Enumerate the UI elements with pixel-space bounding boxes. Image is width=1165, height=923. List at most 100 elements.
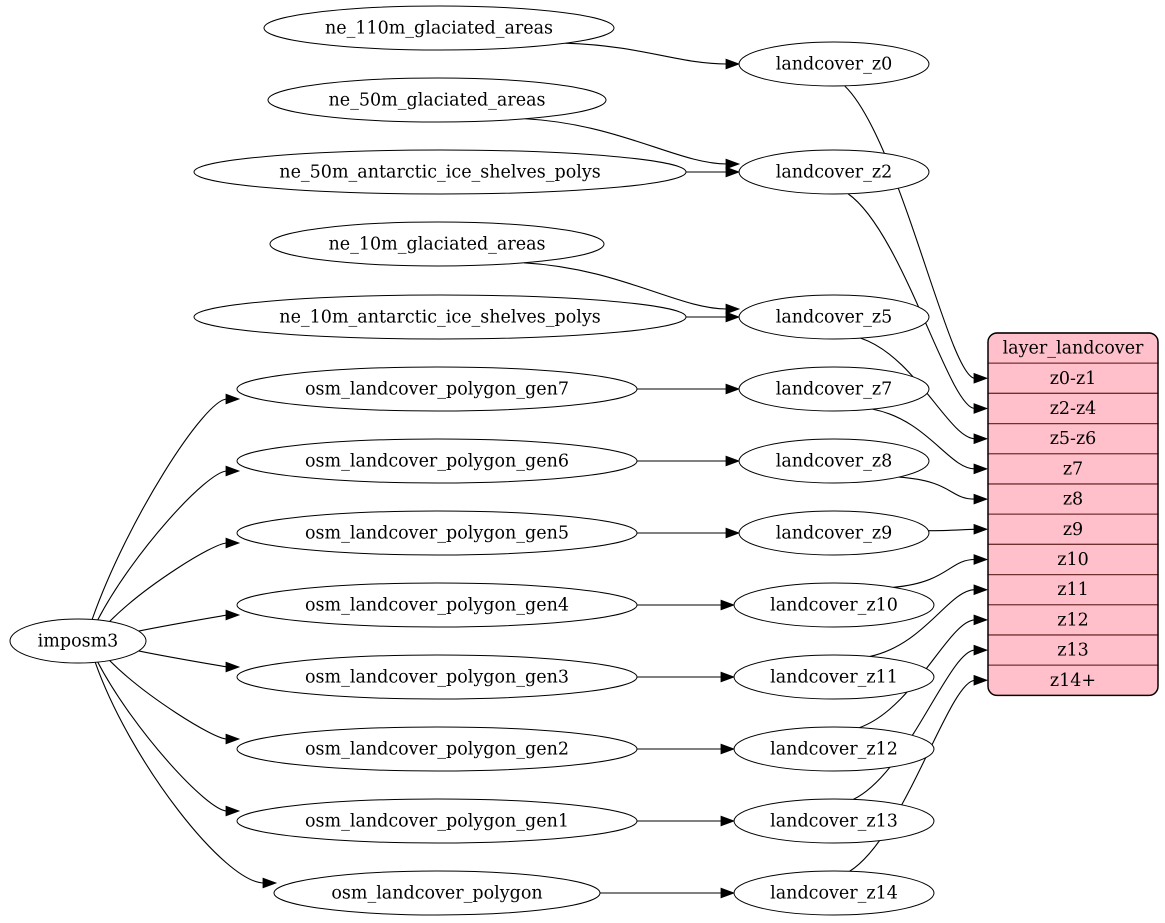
node-osm-landcover-polygon-gen7[interactable]: osm_landcover_polygon_gen7: [236, 366, 638, 412]
node-shape: [738, 438, 930, 484]
arrow-head: [725, 158, 741, 170]
arrow-head: [225, 733, 241, 745]
node-label: landcover_z12: [770, 740, 898, 760]
node-osm-landcover-polygon-gen6[interactable]: osm_landcover_polygon_gen6: [236, 438, 638, 484]
edge-line: [859, 619, 976, 729]
edge-line: [138, 650, 228, 668]
edge-landcover-z5-to-row-z5_z6: [860, 337, 989, 445]
edge-imposm3-to-osm-landcover-polygon-gen3: [138, 650, 241, 673]
node-osm-landcover-polygon-gen3[interactable]: osm_landcover_polygon_gen3: [236, 654, 638, 700]
node-shape: [236, 366, 638, 412]
node-imposm3[interactable]: imposm3: [9, 618, 147, 664]
arrow-head: [225, 805, 241, 817]
table-row-label: z5-z6: [1050, 429, 1097, 449]
edge-osm-landcover-polygon-gen1-to-landcover-z13: [637, 815, 736, 827]
edge-line: [928, 528, 976, 532]
node-osm-landcover-polygon-gen5[interactable]: osm_landcover_polygon_gen5: [236, 510, 638, 556]
arrow-head: [973, 554, 989, 565]
edge-landcover-z0-to-row-z0_z1: [844, 85, 989, 384]
edge-line: [853, 649, 976, 800]
node-landcover-z8[interactable]: landcover_z8: [738, 438, 930, 484]
node-landcover-z0[interactable]: landcover_z0: [738, 41, 930, 87]
node-osm-landcover-polygon-gen2[interactable]: osm_landcover_polygon_gen2: [236, 726, 638, 772]
nodes-layer: ne_110m_glaciated_areas ne_50m_glaciated_…: [9, 5, 935, 916]
node-label: landcover_z13: [770, 812, 898, 832]
arrow-head: [973, 372, 989, 384]
node-landcover-z5[interactable]: landcover_z5: [738, 294, 930, 340]
node-label: osm_landcover_polygon_gen7: [305, 380, 569, 400]
node-label: osm_landcover_polygon_gen3: [305, 668, 569, 688]
node-ne-110m-glaciated-areas[interactable]: ne_110m_glaciated_areas: [263, 5, 615, 51]
node-label: osm_landcover_polygon_gen1: [305, 812, 569, 832]
edge-line: [97, 470, 228, 621]
node-landcover-z12[interactable]: landcover_z12: [733, 726, 935, 772]
edge-imposm3-to-osm-landcover-polygon-gen7: [91, 393, 241, 620]
edge-ne-50m-glaciated-areas-to-landcover-z2: [525, 118, 741, 170]
node-osm-landcover-polygon-gen4[interactable]: osm_landcover_polygon_gen4: [236, 582, 638, 628]
edge-landcover-z9-to-row-z9: [928, 523, 989, 535]
node-shape: [738, 41, 930, 87]
edge-landcover-z13-to-row-z13: [853, 644, 989, 800]
arrow-head: [225, 465, 241, 477]
edge-imposm3-to-osm-landcover-polygon-gen4: [138, 609, 241, 632]
edges-layer: [91, 42, 989, 899]
node-shape: [733, 798, 935, 844]
node-label: ne_50m_antarctic_ice_shelves_polys: [279, 163, 600, 183]
arrow-head: [973, 674, 989, 686]
edge-imposm3-to-osm-landcover-polygon: [94, 662, 278, 889]
edge-osm-landcover-polygon-gen7-to-landcover-z7: [637, 383, 741, 395]
edge-landcover-z10-to-row-z10: [893, 554, 989, 588]
edge-line: [525, 118, 728, 165]
node-osm-landcover-polygon[interactable]: osm_landcover_polygon: [273, 870, 601, 916]
node-landcover-z14[interactable]: landcover_z14: [733, 870, 935, 916]
edge-landcover-z14-to-row-z14plus: [849, 674, 989, 872]
edge-line: [109, 542, 228, 622]
node-shape: [738, 366, 930, 412]
edge-osm-landcover-polygon-gen6-to-landcover-z8: [637, 455, 741, 467]
node-shape: [236, 726, 638, 772]
edge-line: [872, 408, 976, 470]
node-ne-50m-antarctic-ice-shelves-polys[interactable]: ne_50m_antarctic_ice_shelves_polys: [193, 149, 687, 195]
arrow-head: [725, 383, 741, 395]
edge-osm-landcover-polygon-gen3-to-landcover-z11: [637, 671, 736, 683]
edge-line: [91, 398, 228, 620]
node-label: osm_landcover_polygon_gen4: [305, 596, 569, 616]
node-ne-50m-glaciated-areas[interactable]: ne_50m_glaciated_areas: [267, 77, 607, 123]
node-label: landcover_z11: [770, 668, 898, 688]
node-landcover-z7[interactable]: landcover_z7: [738, 366, 930, 412]
edge-line: [869, 589, 976, 658]
arrow-head: [720, 671, 736, 683]
arrow-head: [725, 311, 741, 323]
edge-ne-10m-glaciated-areas-to-landcover-z5: [523, 262, 741, 315]
node-landcover-z10[interactable]: landcover_z10: [733, 582, 935, 628]
arrow-head: [725, 527, 741, 539]
node-shape: [273, 870, 601, 916]
node-shape: [193, 294, 687, 340]
node-osm-landcover-polygon-gen1[interactable]: osm_landcover_polygon_gen1: [236, 798, 638, 844]
edge-osm-landcover-polygon-gen4-to-landcover-z10: [637, 599, 736, 611]
node-landcover-z13[interactable]: landcover_z13: [733, 798, 935, 844]
node-label: landcover_z14: [770, 884, 898, 904]
table-row-label: z8: [1063, 490, 1083, 510]
arrow-head: [720, 743, 736, 755]
node-shape: [733, 726, 935, 772]
table-row-label: z7: [1063, 459, 1083, 479]
arrow-head: [225, 537, 241, 549]
edge-line: [849, 679, 976, 872]
node-shape: [738, 510, 930, 556]
node-label: ne_50m_glaciated_areas: [329, 91, 546, 111]
node-shape: [193, 149, 687, 195]
node-ne-10m-antarctic-ice-shelves-polys[interactable]: ne_10m_antarctic_ice_shelves_polys: [193, 294, 687, 340]
node-label: osm_landcover_polygon_gen2: [305, 740, 569, 760]
node-landcover-z11[interactable]: landcover_z11: [733, 654, 935, 700]
edge-ne-110m-glaciated-areas-to-landcover-z0: [565, 42, 741, 70]
arrow-head: [973, 463, 989, 475]
node-ne-10m-glaciated-areas[interactable]: ne_10m_glaciated_areas: [269, 221, 605, 267]
node-landcover-z2[interactable]: landcover_z2: [738, 149, 930, 195]
node-label: osm_landcover_polygon_gen5: [305, 524, 569, 544]
table-row-label: z0-z1: [1050, 369, 1097, 389]
node-shape: [733, 870, 935, 916]
node-landcover-z9[interactable]: landcover_z9: [738, 510, 930, 556]
edge-osm-landcover-polygon-to-landcover-z14: [599, 887, 736, 899]
